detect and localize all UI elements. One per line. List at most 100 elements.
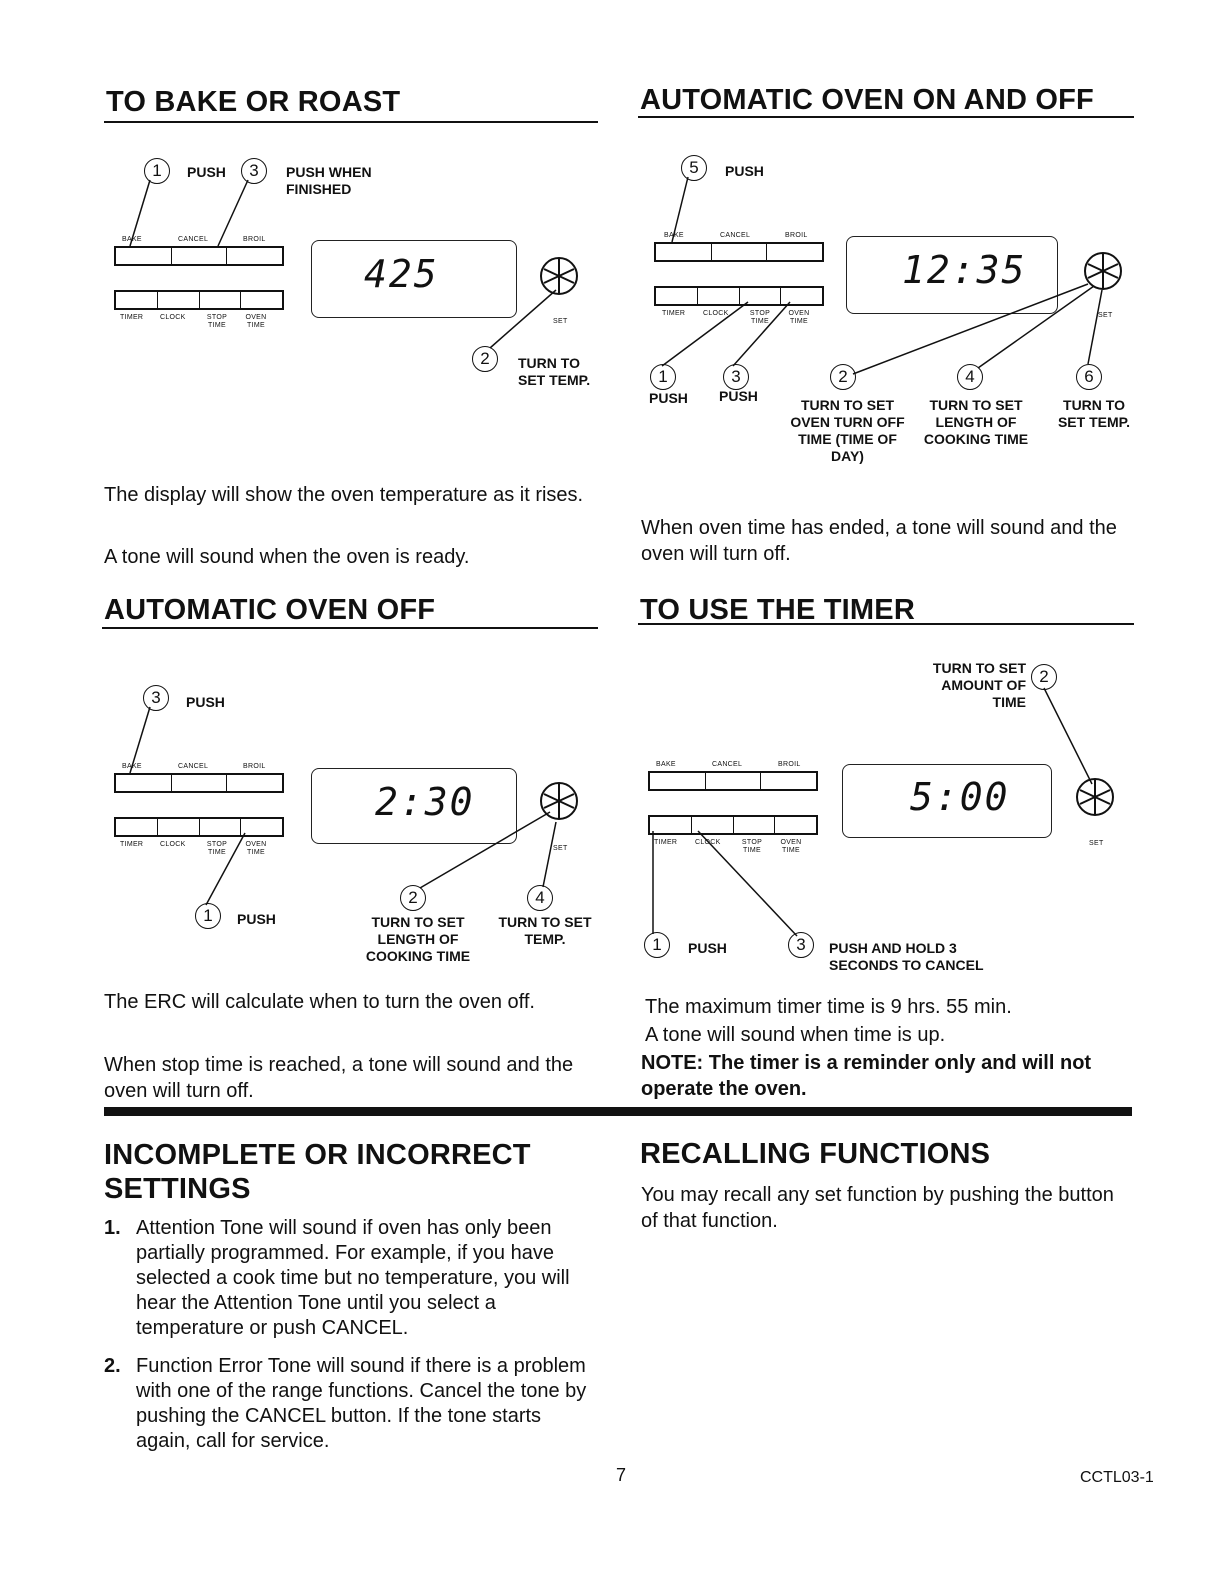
auto-off-step1-badge: 1 bbox=[195, 903, 221, 929]
auto-on-off-step1-label: PUSH bbox=[649, 390, 688, 406]
bake-step1-label: PUSH bbox=[187, 164, 226, 180]
timer-title: TO USE THE TIMER bbox=[640, 594, 915, 626]
t-panel-label-broil: BROIL bbox=[778, 761, 801, 768]
auto-on-off-title: AUTOMATIC OVEN ON AND OFF bbox=[640, 84, 1094, 116]
bake-panel-label-cancel: CANCEL bbox=[178, 236, 209, 243]
auto-off-title: AUTOMATIC OVEN OFF bbox=[104, 594, 436, 626]
bake-para1: The display will show the oven temperatu… bbox=[104, 484, 584, 506]
ao-bottom-button-row bbox=[114, 817, 284, 837]
timer-step3-label: PUSH AND HOLD 3 SECONDS TO CANCEL bbox=[829, 940, 984, 973]
aoo-panel-label-broil: BROIL bbox=[785, 232, 808, 239]
bake-panel-label-broil: BROIL bbox=[243, 236, 266, 243]
auto-on-off-step5-label: PUSH bbox=[725, 163, 764, 179]
auto-off-display bbox=[311, 768, 517, 844]
document-code: CCTL03-1 bbox=[1080, 1469, 1154, 1486]
timer-note: NOTE: The timer is a reminder only and w… bbox=[641, 1052, 1092, 1100]
auto-on-off-para: When oven time has ended, a tone will so… bbox=[641, 517, 1117, 565]
ao-panel-label-bake: BAKE bbox=[122, 763, 142, 770]
bake-display bbox=[311, 240, 517, 318]
auto-on-off-title-rule bbox=[638, 116, 1134, 118]
auto-off-step2-badge: 2 bbox=[400, 885, 426, 911]
ao-panel-label-stop-time: STOP TIME bbox=[206, 841, 228, 856]
timer-step1-label: PUSH bbox=[688, 940, 727, 956]
auto-off-step3-label: PUSH bbox=[186, 694, 225, 710]
aoo-panel-label-timer: TIMER bbox=[662, 310, 686, 317]
auto-off-para2: When stop time is reached, a tone will s… bbox=[104, 1054, 574, 1102]
aoo-panel-label-oven-time: OVEN TIME bbox=[788, 310, 810, 325]
bake-step3-badge: 3 bbox=[241, 158, 267, 184]
t-bottom-button-row bbox=[648, 815, 818, 835]
bake-para2: A tone will sound when the oven is ready… bbox=[104, 546, 470, 568]
auto-off-step4-label: TURN TO SET TEMP. bbox=[498, 914, 592, 947]
auto-on-off-step3-badge: 3 bbox=[723, 364, 749, 390]
auto-on-off-step2-badge: 2 bbox=[830, 364, 856, 390]
t-top-button-row bbox=[648, 771, 818, 791]
auto-on-off-step4-label: TURN TO SET LENGTH OF COOKING TIME bbox=[923, 397, 1029, 447]
auto-on-off-step1-badge: 1 bbox=[650, 364, 676, 390]
recall-title: RECALLING FUNCTIONS bbox=[640, 1138, 991, 1170]
auto-off-knob-icon bbox=[540, 782, 578, 820]
incomplete-title: INCOMPLETE OR INCORRECT SETTINGS bbox=[104, 1139, 531, 1205]
auto-on-off-step5-badge: 5 bbox=[681, 155, 707, 181]
incomplete-item-1-text: Attention Tone will sound if oven has on… bbox=[136, 1217, 570, 1339]
ao-panel-label-set: SET bbox=[553, 845, 568, 852]
incomplete-item-1-number: 1. bbox=[104, 1217, 121, 1239]
timer-knob-icon bbox=[1076, 778, 1114, 816]
t-panel-label-cancel: CANCEL bbox=[712, 761, 743, 768]
incomplete-item-2-number: 2. bbox=[104, 1355, 121, 1377]
auto-off-step4-badge: 4 bbox=[527, 885, 553, 911]
auto-on-off-step4-badge: 4 bbox=[957, 364, 983, 390]
bake-top-button-row bbox=[114, 246, 284, 266]
bake-step1-badge: 1 bbox=[144, 158, 170, 184]
bake-knob-icon bbox=[540, 257, 578, 295]
t-panel-label-stop-time: STOP TIME bbox=[741, 839, 763, 854]
bake-display-value: 425 bbox=[364, 252, 439, 296]
ao-top-button-row bbox=[114, 773, 284, 793]
aoo-panel-label-cancel: CANCEL bbox=[720, 232, 751, 239]
section-divider-bar bbox=[104, 1107, 1132, 1116]
ao-panel-label-timer: TIMER bbox=[120, 841, 144, 848]
bake-panel-label-oven-time: OVEN TIME bbox=[245, 314, 267, 329]
timer-step2-badge: 2 bbox=[1031, 664, 1057, 690]
aoo-panel-label-bake: BAKE bbox=[664, 232, 684, 239]
auto-on-off-step3-label: PUSH bbox=[719, 388, 758, 404]
bake-panel-label-timer: TIMER bbox=[120, 314, 144, 321]
timer-title-rule bbox=[638, 623, 1134, 625]
auto-off-step3-badge: 3 bbox=[143, 685, 169, 711]
timer-para2: A tone will sound when time is up. bbox=[645, 1024, 946, 1046]
t-panel-label-clock: CLOCK bbox=[695, 839, 721, 846]
auto-off-step2-label: TURN TO SET LENGTH OF COOKING TIME bbox=[365, 914, 471, 964]
timer-step3-badge: 3 bbox=[788, 932, 814, 958]
auto-on-off-step6-badge: 6 bbox=[1076, 364, 1102, 390]
page-number: 7 bbox=[616, 1465, 627, 1485]
auto-off-step1-label: PUSH bbox=[237, 911, 276, 927]
bake-bottom-button-row bbox=[114, 290, 284, 310]
bake-panel-label-bake: BAKE bbox=[122, 236, 142, 243]
bake-title-rule bbox=[104, 121, 598, 123]
bake-title: TO BAKE OR ROAST bbox=[106, 86, 401, 118]
aoo-panel-label-clock: CLOCK bbox=[703, 310, 729, 317]
auto-on-off-knob-icon bbox=[1084, 252, 1122, 290]
bake-panel-label-stop-time: STOP TIME bbox=[206, 314, 228, 329]
t-panel-label-oven-time: OVEN TIME bbox=[780, 839, 802, 854]
timer-display-value: 5:00 bbox=[910, 775, 1010, 819]
aoo-panel-label-stop-time: STOP TIME bbox=[749, 310, 771, 325]
bake-step3-label: PUSH WHEN FINISHED bbox=[286, 164, 372, 197]
t-panel-label-set: SET bbox=[1089, 840, 1104, 847]
bake-step2-badge: 2 bbox=[472, 346, 498, 372]
recall-para: You may recall any set function by pushi… bbox=[641, 1184, 1114, 1232]
auto-on-off-step2-label: TURN TO SET OVEN TURN OFF TIME (TIME OF … bbox=[790, 397, 905, 464]
bake-panel-label-clock: CLOCK bbox=[160, 314, 186, 321]
timer-step1-badge: 1 bbox=[644, 932, 670, 958]
timer-display bbox=[842, 764, 1052, 838]
ao-panel-label-clock: CLOCK bbox=[160, 841, 186, 848]
ao-panel-label-broil: BROIL bbox=[243, 763, 266, 770]
aoo-top-button-row bbox=[654, 242, 824, 262]
t-panel-label-timer: TIMER bbox=[654, 839, 678, 846]
timer-para1: The maximum timer time is 9 hrs. 55 min. bbox=[645, 996, 1012, 1018]
auto-off-title-rule bbox=[102, 627, 598, 629]
auto-off-para1: The ERC will calculate when to turn the … bbox=[104, 991, 535, 1013]
bake-panel-label-set: SET bbox=[553, 318, 568, 325]
aoo-panel-label-set: SET bbox=[1098, 312, 1113, 319]
bake-step2-label: TURN TO SET TEMP. bbox=[518, 355, 591, 388]
